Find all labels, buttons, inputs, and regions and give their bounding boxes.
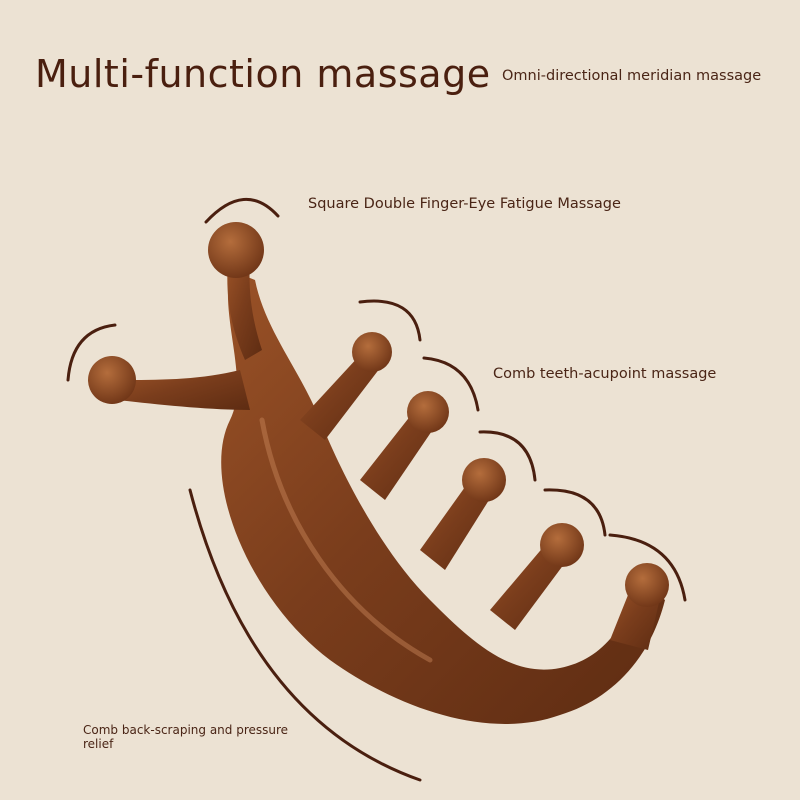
page-title: Multi-function massage [35,52,491,96]
label-eye-fatigue-massage: Square Double Finger-Eye Fatigue Massage [308,196,621,212]
label-meridian-massage: Omni-directional meridian massage [502,68,762,84]
decorative-arcs [66,198,687,782]
label-comb-teeth-massage: Comb teeth-acupoint massage [493,366,717,382]
comb-body [88,222,669,724]
label-back-scraping: Comb back-scraping and pressure relief [83,723,289,751]
